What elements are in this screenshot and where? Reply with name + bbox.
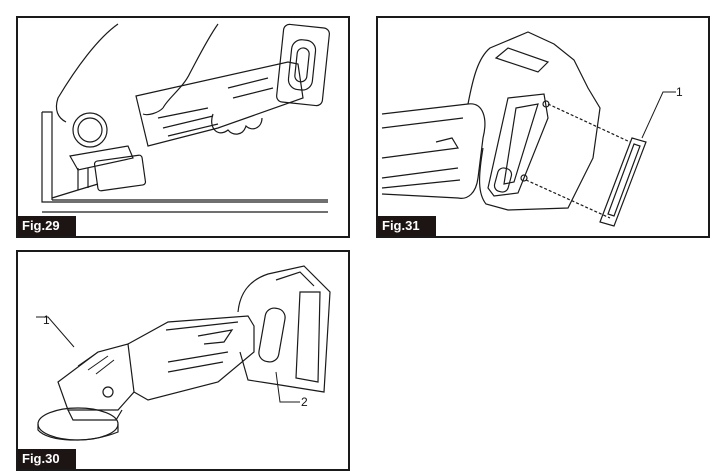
- figure-30: 1 2 Fig.30: [16, 250, 350, 471]
- callout-1: 1: [676, 85, 683, 99]
- cordless-grinder-illustration: [36, 265, 331, 441]
- figure-31: 1 Fig.31: [376, 16, 710, 238]
- callout-1: 1: [43, 313, 50, 327]
- figure-29: Fig.29: [16, 16, 350, 238]
- callout-2: 2: [301, 395, 308, 409]
- side-cover-attachment-illustration: [381, 31, 676, 227]
- grinder-cutting-corner-illustration: [41, 23, 330, 213]
- figure-label: Fig.29: [18, 216, 76, 236]
- figure-label: Fig.30: [18, 449, 76, 469]
- figure-label: Fig.31: [378, 216, 436, 236]
